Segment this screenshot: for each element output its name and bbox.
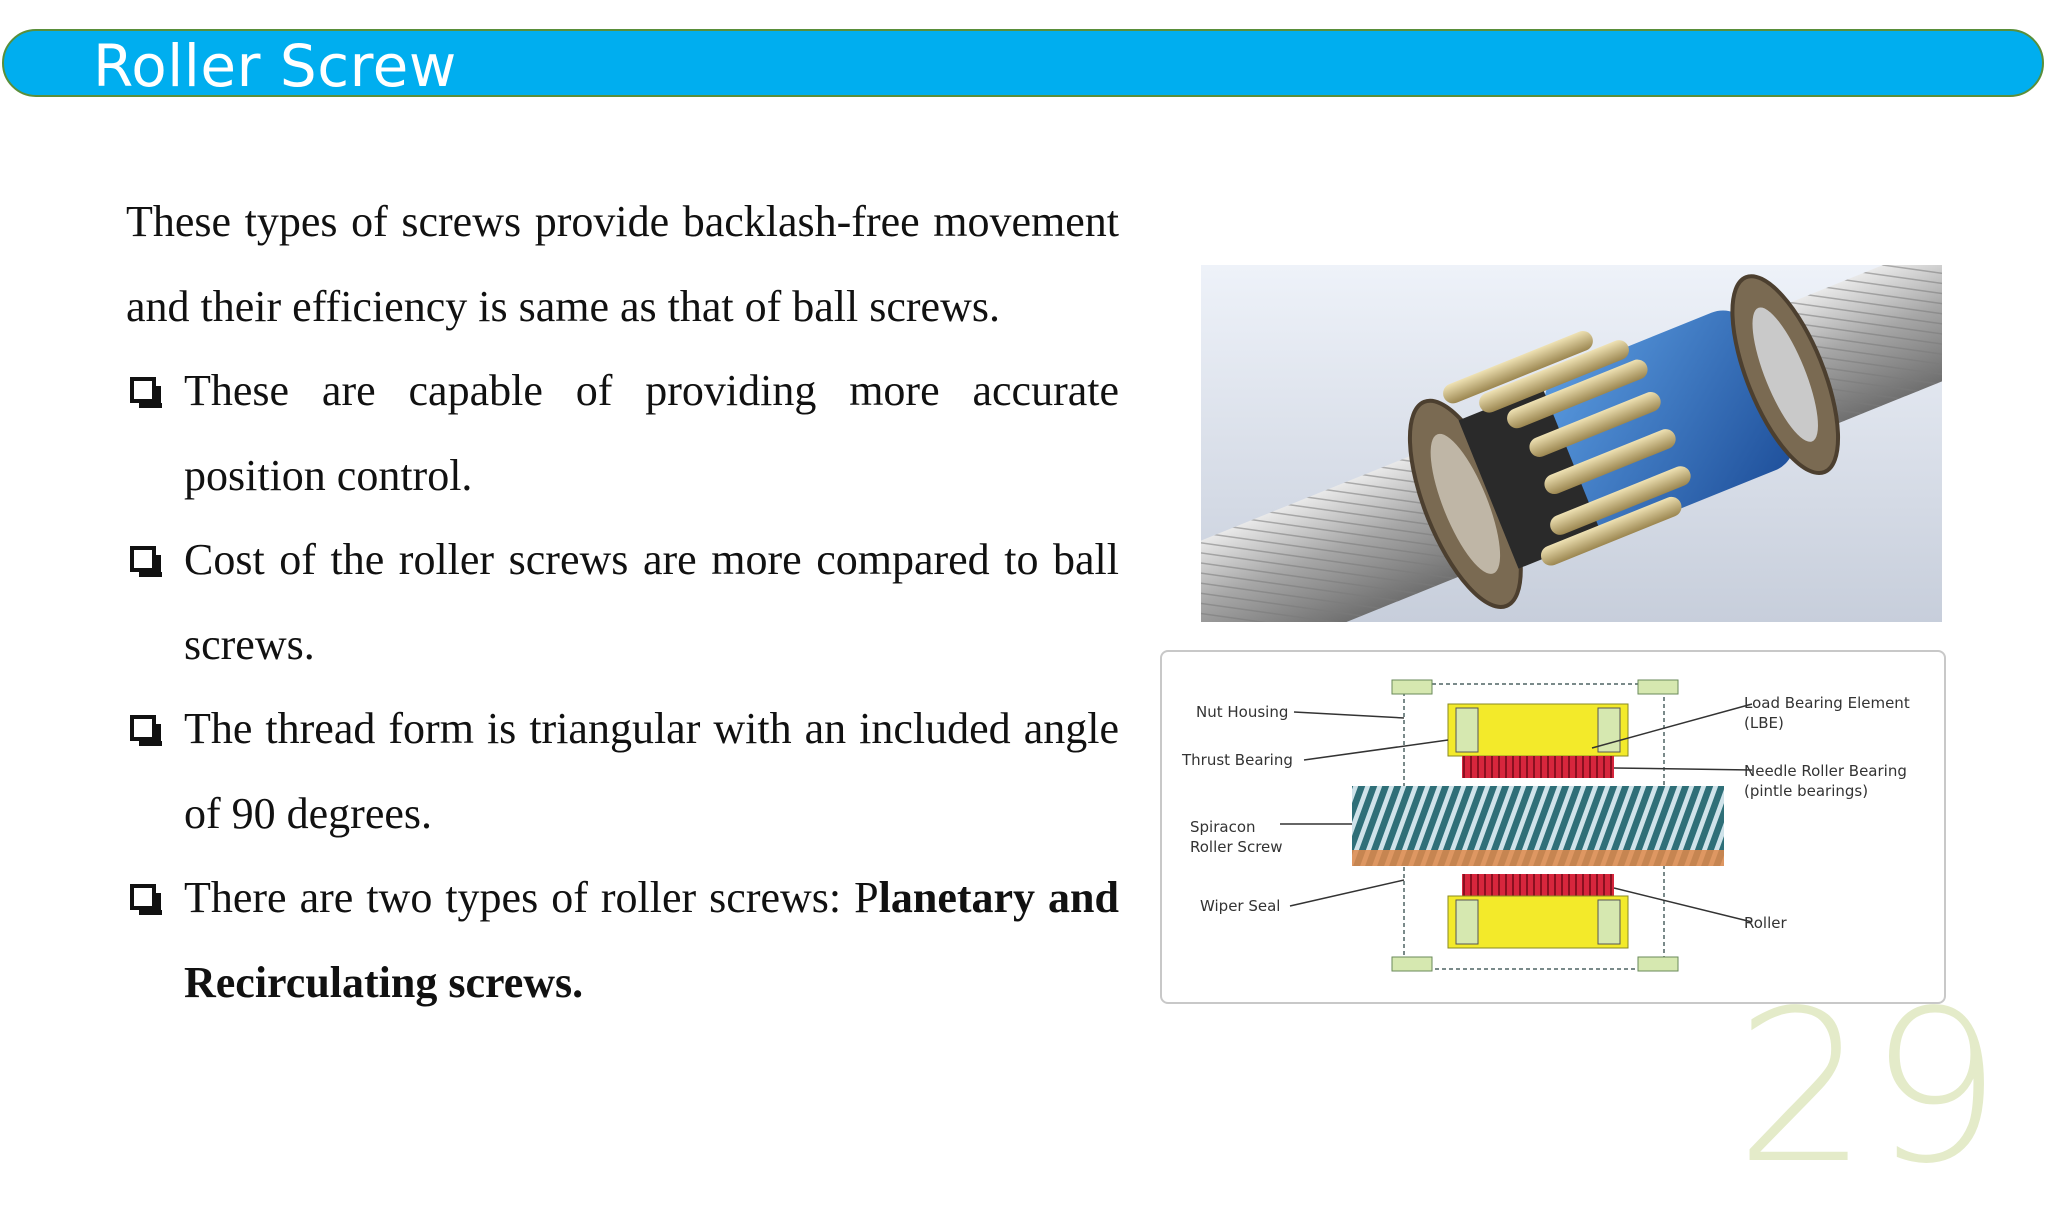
checkbox-bullet-icon: [130, 377, 162, 408]
label-load-bearing-element: Load Bearing Element: [1744, 694, 1910, 712]
checkbox-bullet-icon: [130, 715, 162, 746]
checkbox-bullet-icon: [130, 546, 162, 577]
bullet-text: Cost of the roller screws are more compa…: [184, 535, 1119, 669]
bullet-text: These are capable of providing more accu…: [184, 366, 1119, 500]
bullet-item: These are capable of providing more accu…: [126, 349, 1119, 518]
label-roller-screw: Roller Screw: [1190, 838, 1283, 856]
roller-screw-render: [1201, 265, 1942, 622]
bullet-item: Cost of the roller screws are more compa…: [126, 518, 1119, 687]
bullet-item: The thread form is triangular with an in…: [126, 687, 1119, 856]
label-needle-roller-bearing: Needle Roller Bearing: [1744, 762, 1907, 780]
bullet-bold-text: lanetary and Recirculating screws.: [184, 873, 1119, 1007]
label-pintle-bearings: (pintle bearings): [1744, 782, 1869, 800]
intro-paragraph: These types of screws provide backlash-f…: [126, 197, 1119, 331]
label-spiracon: Spiracon: [1190, 818, 1256, 836]
slide-title: Roller Screw: [93, 32, 457, 100]
bullet-text: There are two types of roller screws: P: [184, 873, 879, 922]
blue-housing: [1544, 310, 1795, 533]
label-wiper-seal: Wiper Seal: [1200, 897, 1281, 915]
slide-content: These types of screws provide backlash-f…: [126, 180, 1119, 1025]
label-thrust-bearing: Thrust Bearing: [1182, 751, 1293, 769]
title-bar: [2, 29, 2044, 97]
label-lbe: (LBE): [1744, 714, 1784, 732]
roller-screw-photo: [1201, 265, 1942, 622]
label-nut-housing: Nut Housing: [1196, 703, 1289, 721]
page-number: 29: [1735, 965, 2003, 1210]
roller-screw-schematic: Nut Housing Thrust Bearing Spiracon Roll…: [1160, 650, 1946, 1004]
label-roller: Roller: [1744, 914, 1787, 932]
schematic-drawing: [1280, 679, 1753, 972]
bullet-item: There are two types of roller screws: Pl…: [126, 856, 1119, 1025]
bullet-text: The thread form is triangular with an in…: [184, 704, 1119, 838]
checkbox-bullet-icon: [130, 884, 162, 915]
